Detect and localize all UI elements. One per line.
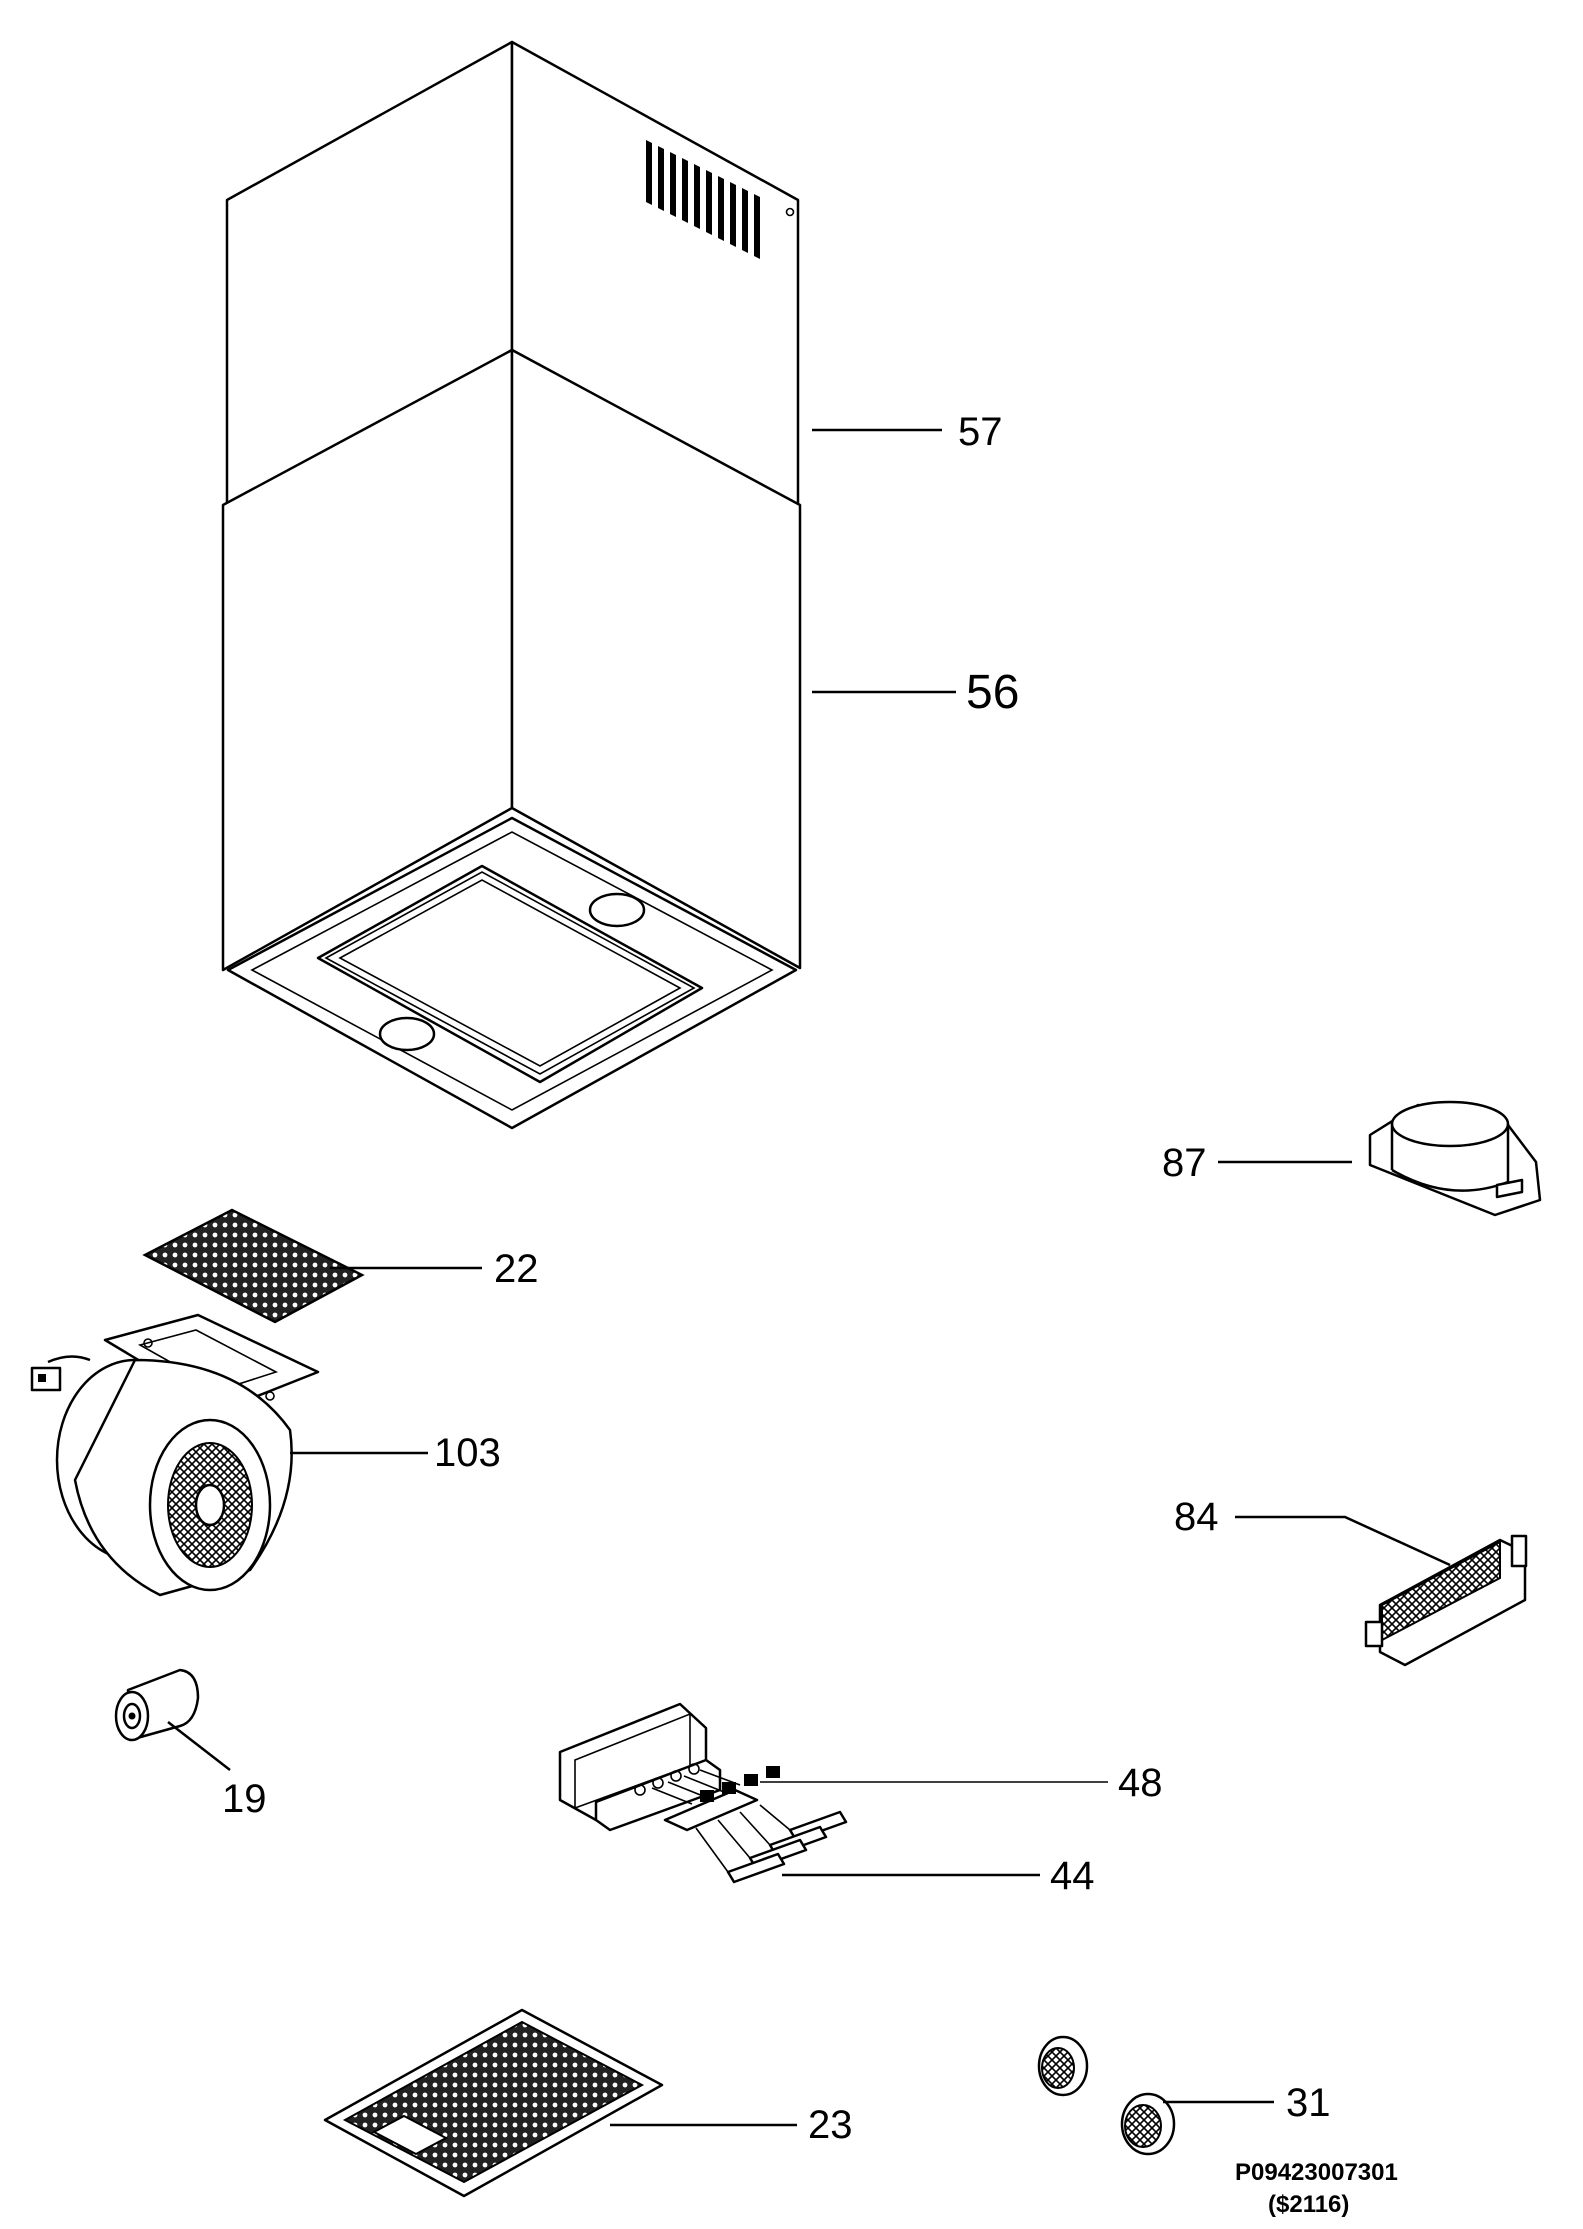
callout-labels: 57 56 87 22 103 84 19 48 44 23 31 — [222, 410, 1331, 2147]
hood-chimney-lower — [221, 348, 802, 1130]
reference-code-sub: ($2116) — [1268, 2191, 1349, 2218]
fan-motor — [30, 1313, 320, 1597]
carbon-filter — [142, 1208, 365, 1324]
callout-31: 31 — [1286, 2081, 1331, 2125]
callout-56: 56 — [966, 666, 1019, 719]
callout-22: 22 — [494, 1247, 539, 1291]
bulb — [114, 1668, 200, 1742]
callout-44: 44 — [1050, 1854, 1095, 1898]
callout-48: 48 — [1118, 1761, 1163, 1805]
callout-87: 87 — [1162, 1141, 1207, 1185]
hood-chimney-upper — [225, 40, 800, 507]
callout-23: 23 — [808, 2103, 853, 2147]
callout-57: 57 — [958, 410, 1003, 454]
lamp-holders — [1037, 2035, 1176, 2156]
outlet-collar — [1368, 1100, 1542, 1217]
callout-19: 19 — [222, 1777, 267, 1821]
grease-filter — [323, 2008, 664, 2198]
leader-lines — [167, 428, 1451, 2127]
reference-code: P09423007301 ($2116) — [1235, 2159, 1398, 2218]
vent-slots — [646, 140, 760, 259]
switch-assembly — [558, 1702, 848, 1884]
transformer — [1364, 1534, 1528, 1667]
reference-code-main: P09423007301 — [1235, 2159, 1398, 2186]
callout-84: 84 — [1174, 1495, 1219, 1539]
callout-103: 103 — [434, 1431, 501, 1475]
